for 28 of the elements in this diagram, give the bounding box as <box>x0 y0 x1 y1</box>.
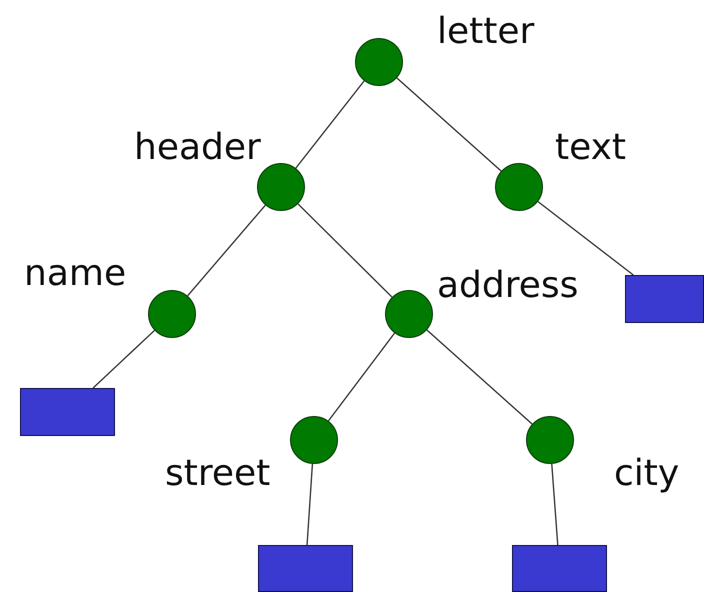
node-label: city <box>614 456 680 492</box>
node-label: street <box>165 456 270 492</box>
connector-line <box>187 204 266 296</box>
connector-line <box>298 203 392 298</box>
node-label: header <box>134 130 261 166</box>
tree-node-circle <box>385 290 433 338</box>
connector-line <box>328 332 396 422</box>
leaf-node-rect <box>512 545 607 592</box>
leaf-node-rect <box>625 275 704 323</box>
connector-line <box>396 78 502 172</box>
connector-line <box>295 80 365 169</box>
connector-line <box>306 464 314 546</box>
tree-node-circle <box>148 290 196 338</box>
node-label: letter <box>437 14 534 50</box>
leaf-node-rect <box>258 545 353 592</box>
tree-node-circle <box>257 163 305 211</box>
node-label: text <box>555 130 626 166</box>
tree-node-circle <box>495 163 543 211</box>
leaf-node-rect <box>20 388 115 436</box>
tree-node-circle <box>526 416 574 464</box>
connector-line <box>426 330 533 424</box>
connector-line <box>551 464 558 546</box>
node-label: address <box>437 268 578 304</box>
tree-node-circle <box>355 38 403 86</box>
connector-line <box>538 201 634 276</box>
tree-node-circle <box>290 416 338 464</box>
connector-line <box>92 330 155 388</box>
node-label: name <box>24 256 126 292</box>
